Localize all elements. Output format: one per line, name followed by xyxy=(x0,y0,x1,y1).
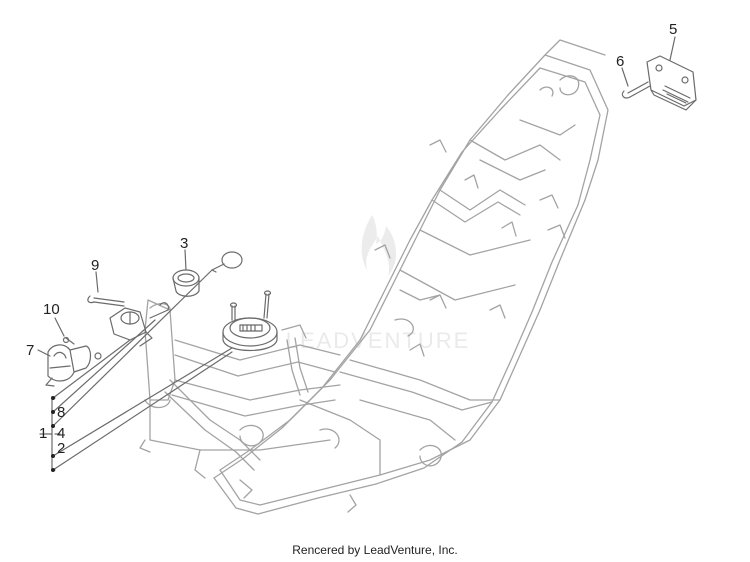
leader-line-5 xyxy=(669,36,676,61)
watermark-logo: LEADVENTURE xyxy=(286,215,471,353)
fuel-cap-screws xyxy=(229,290,272,321)
part-6-screw xyxy=(621,81,651,99)
leader-line-10 xyxy=(54,317,65,337)
bracket-dots xyxy=(51,396,55,472)
callout-10[interactable]: 10 xyxy=(43,301,60,318)
leader-line-4 xyxy=(52,269,213,427)
leader-line-8b xyxy=(52,319,156,413)
leader-line-7 xyxy=(37,349,51,357)
key-part xyxy=(211,251,243,273)
callout-4[interactable]: 4 xyxy=(57,425,66,442)
part-9-screw xyxy=(87,295,125,307)
ignition-lock-part xyxy=(109,302,169,347)
leader-line-2b xyxy=(52,351,233,471)
part-5-bracket xyxy=(646,55,697,111)
leader-line-2 xyxy=(52,347,233,457)
footer-credit: Rencered by LeadVenture, Inc. xyxy=(292,543,458,557)
fuel-cap-part xyxy=(222,317,278,351)
leader-line-9 xyxy=(95,271,99,293)
watermark-text: LEADVENTURE xyxy=(286,328,471,353)
leader-line-3 xyxy=(184,249,187,271)
callout-2[interactable]: 2 xyxy=(57,440,66,457)
callout-6[interactable]: 6 xyxy=(616,53,625,70)
callout-1[interactable]: 1 xyxy=(39,425,48,442)
callout-7[interactable]: 7 xyxy=(26,342,35,359)
leader-line-6 xyxy=(621,67,629,87)
leader-line-8 xyxy=(52,339,131,399)
callout-9[interactable]: 9 xyxy=(91,257,100,274)
scooter-frame xyxy=(139,39,609,515)
callout-8[interactable]: 8 xyxy=(57,404,66,421)
part-7-cover xyxy=(45,344,102,387)
parts xyxy=(37,36,697,471)
part-3-ring xyxy=(172,269,200,297)
callout-3[interactable]: 3 xyxy=(180,235,189,252)
part-10-screw xyxy=(62,336,75,345)
callout-5[interactable]: 5 xyxy=(669,21,678,38)
